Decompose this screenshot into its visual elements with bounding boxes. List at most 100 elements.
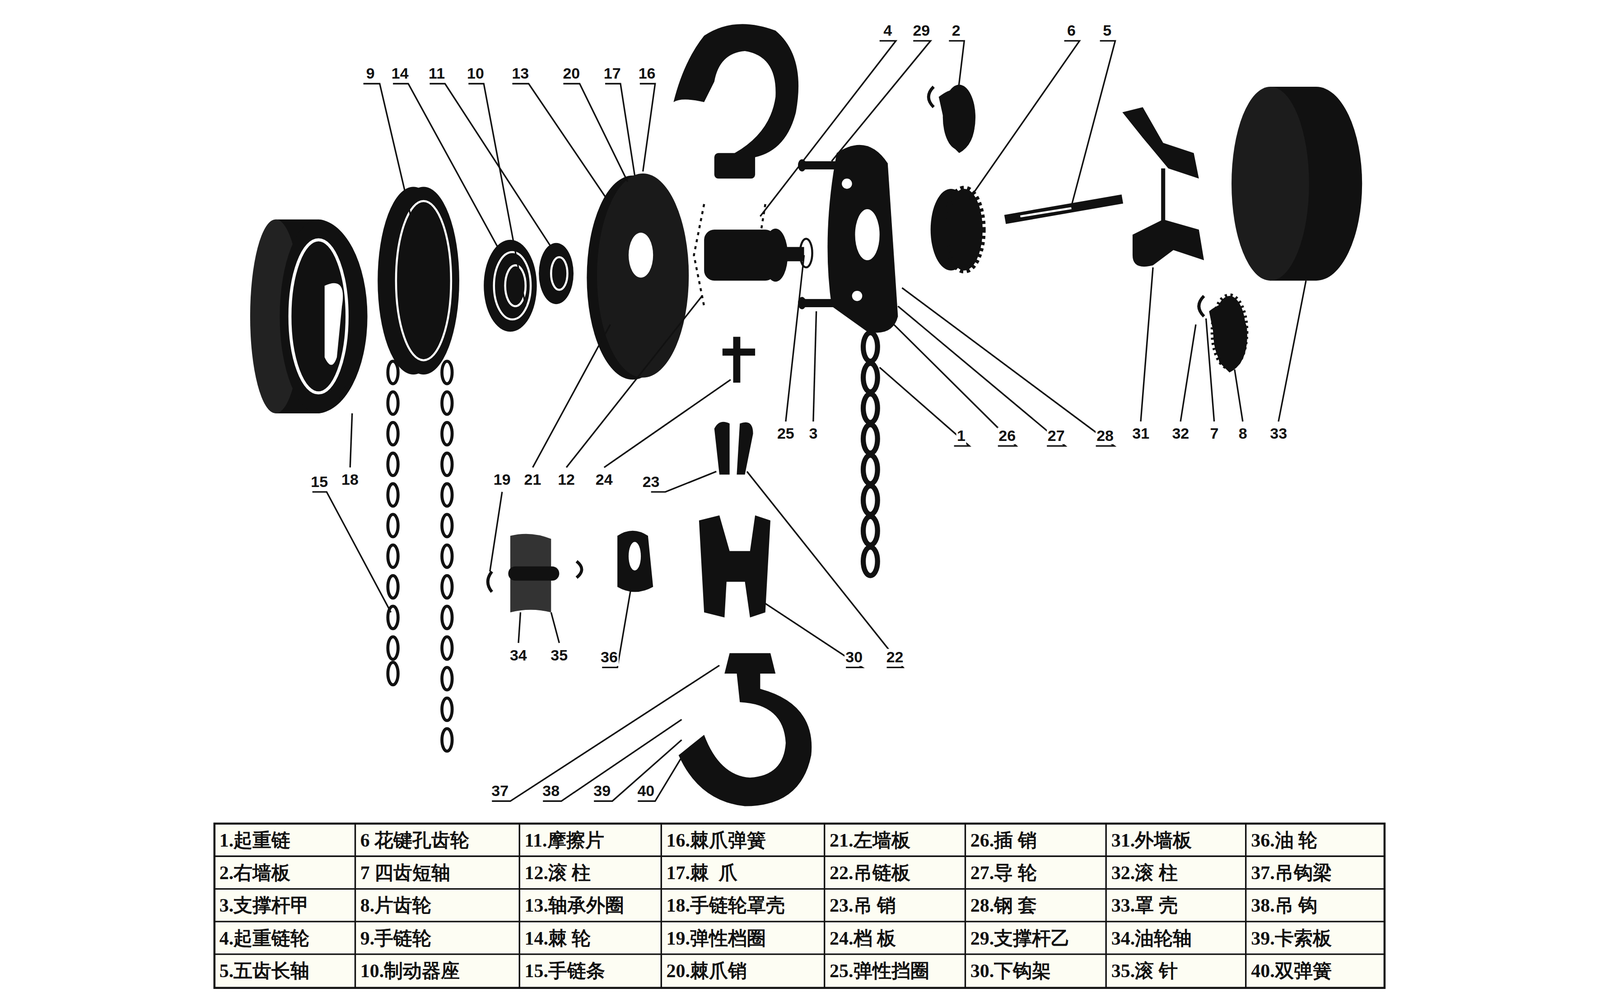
long-shaft-part xyxy=(1020,208,1072,217)
table-cell: 6 花键孔齿轮 xyxy=(360,829,470,851)
leader-lines-part xyxy=(532,324,611,467)
callout-number: 1 xyxy=(956,427,967,444)
leader-lines-part xyxy=(760,40,896,217)
table-cell: 13.轴承外圈 xyxy=(524,894,625,916)
hand-chain-part xyxy=(442,544,453,568)
callout-number: 18 xyxy=(340,471,360,488)
table-cell: 27.导 轮 xyxy=(970,862,1037,883)
small-parts-part xyxy=(714,421,754,475)
hand-chain-part xyxy=(442,514,453,537)
leader-lines-part xyxy=(893,324,1017,446)
table-cell: 40.双弹簧 xyxy=(1250,960,1332,981)
callout-number: 36 xyxy=(599,648,619,666)
callout-number: 26 xyxy=(997,427,1017,444)
brake-disc-part xyxy=(597,173,689,378)
outer-wall-plate-part xyxy=(1122,107,1199,179)
small-parts-part xyxy=(699,515,771,618)
table-cell: 15.手链条 xyxy=(524,960,606,981)
parts-table-grid-part xyxy=(1245,823,1247,988)
leader-lines-part xyxy=(491,665,720,801)
lifting-chain-wheel-part xyxy=(800,238,813,268)
hand-chain-wheel-cover-part xyxy=(324,283,343,365)
parts-table-grid-part xyxy=(214,920,1385,922)
leader-lines-part xyxy=(1180,324,1196,422)
callout-number: 39 xyxy=(592,782,612,799)
hand-chain-part xyxy=(387,636,399,660)
upper-hook-part xyxy=(714,153,756,179)
table-cell: 21.左墙板 xyxy=(829,829,911,851)
callout-number: 11 xyxy=(427,65,446,82)
table-cell: 39.卡索板 xyxy=(1250,927,1332,948)
leader-lines-part xyxy=(948,40,965,100)
leader-lines-part xyxy=(969,40,1080,199)
callout-number: 35 xyxy=(549,646,569,664)
table-cell: 2.右墙板 xyxy=(219,862,291,883)
gears-part xyxy=(1212,295,1246,368)
hand-chain-part xyxy=(387,361,399,384)
leader-lines-part xyxy=(785,255,805,422)
cover-shell-part xyxy=(1231,86,1310,281)
leader-lines-part xyxy=(512,83,611,205)
table-cell: 17.棘 爪 xyxy=(666,862,738,883)
leader-lines-part xyxy=(566,295,702,468)
callout-number: 7 xyxy=(1208,425,1220,443)
callout-number: 34 xyxy=(508,646,528,664)
table-cell: 35.滚 针 xyxy=(1111,960,1178,981)
gears-part xyxy=(946,188,983,271)
upper-hook xyxy=(673,23,799,179)
leader-lines-part xyxy=(363,83,411,215)
callout-number: 23 xyxy=(641,473,661,490)
right-wall-plate-part xyxy=(841,178,853,189)
table-cell: 33.罩 壳 xyxy=(1111,894,1178,916)
gears xyxy=(928,84,1248,373)
table-cell: 37.吊钩梁 xyxy=(1250,862,1332,883)
parts-table-grid-part xyxy=(660,823,663,988)
hand-chain-part xyxy=(387,514,399,537)
table-cell: 31.外墙板 xyxy=(1111,829,1193,851)
callout-number: 29 xyxy=(911,22,931,39)
hand-chain-part xyxy=(442,483,453,507)
ratchet-assembly xyxy=(483,239,574,332)
leader-lines-part xyxy=(831,40,931,162)
leader-lines-part xyxy=(429,83,551,247)
table-cell: 19.弹性档圈 xyxy=(666,927,766,948)
table-cell: 14.棘 轮 xyxy=(524,927,591,948)
callout-number: 25 xyxy=(776,425,796,443)
long-shaft-part xyxy=(1005,199,1123,220)
leader-lines-part xyxy=(1206,318,1215,422)
callout-number: 24 xyxy=(594,471,614,488)
table-cell: 8.片齿轮 xyxy=(360,894,432,916)
table-cell: 25.弹性挡圈 xyxy=(829,960,930,981)
lifting-chain xyxy=(863,332,878,576)
ratchet-assembly-part xyxy=(550,256,568,290)
parts-table-grid-part xyxy=(214,823,1385,988)
hand-chain-part xyxy=(442,728,453,752)
lifting-chain-part xyxy=(863,332,878,361)
hand-chain-part xyxy=(442,606,453,629)
table-cell: 1.起重链 xyxy=(219,829,291,851)
leader-lines-part xyxy=(1140,267,1153,422)
lifting-chain-part xyxy=(863,393,878,423)
hand-chain-part xyxy=(442,575,453,598)
hand-chain-wheel-cover-part xyxy=(289,239,348,393)
callout-number: 17 xyxy=(602,65,622,82)
parts-table-grid-part xyxy=(354,823,356,988)
leader-lines-part xyxy=(1278,280,1307,422)
callout-number: 12 xyxy=(556,471,576,488)
gears-part xyxy=(1198,295,1204,317)
callout-number: 30 xyxy=(844,648,864,666)
table-cell: 28.钢 套 xyxy=(970,894,1037,916)
leader-lines-part xyxy=(550,611,560,643)
table-cell: 26.插 销 xyxy=(970,829,1037,851)
lower-hook-part xyxy=(678,673,812,807)
outer-wall-plate-part xyxy=(1132,219,1204,267)
right-wall-plate xyxy=(797,144,898,333)
hand-chain-wheel-cover-part xyxy=(279,219,358,414)
callout-number: 8 xyxy=(1237,425,1249,443)
hand-chain-part xyxy=(442,636,453,660)
table-cell: 20.棘爪销 xyxy=(666,960,747,981)
callout-number: 31 xyxy=(1131,425,1151,443)
table-cell: 11.摩擦片 xyxy=(524,829,604,851)
callout-number: 21 xyxy=(523,471,543,488)
leader-lines-part xyxy=(605,83,635,176)
